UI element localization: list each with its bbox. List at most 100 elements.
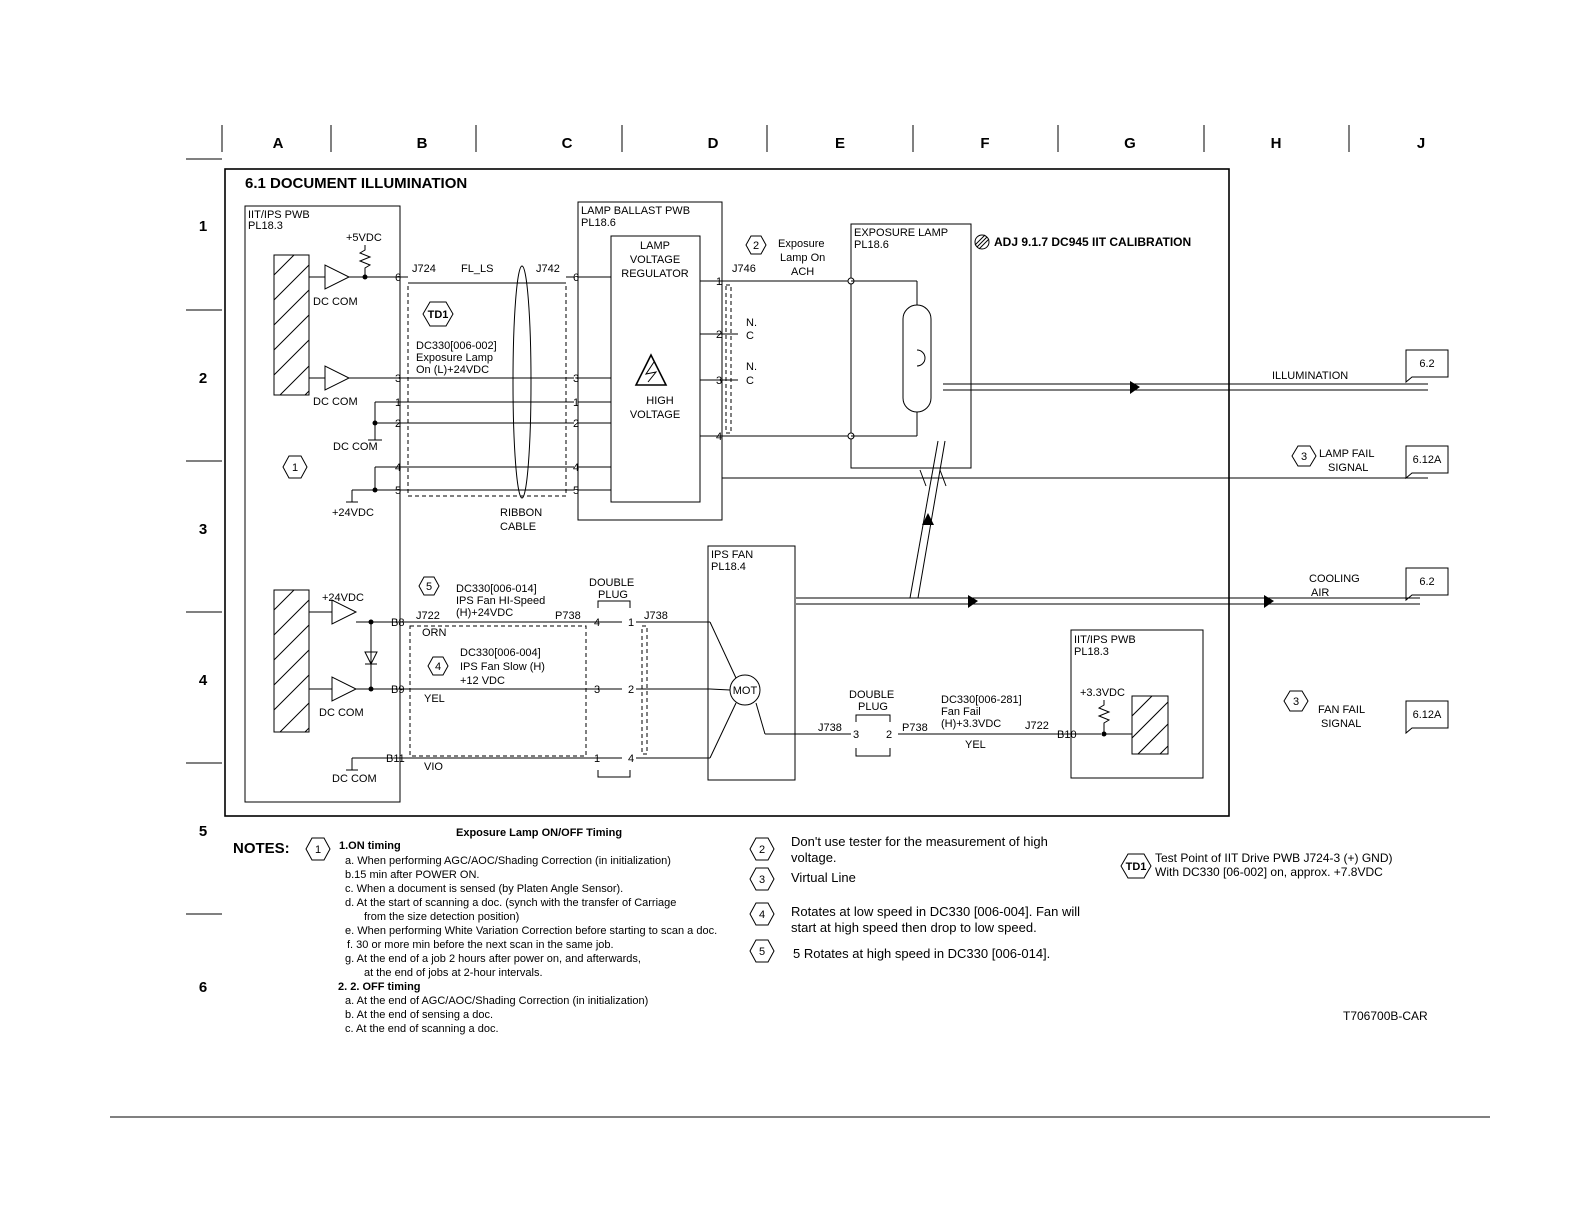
fan-name: IPS FAN [711,549,753,561]
row-label: 2 [199,370,207,387]
pin-label: 3 [853,729,859,741]
td1-note-text: With DC330 [06-002] on, approx. +7.8VDC [1155,865,1383,879]
pin-label: 4 [716,431,722,443]
pin-label: 1 [628,617,634,629]
adj-note-text: ADJ 9.1.7 DC945 IIT CALIBRATION [994,235,1191,249]
notes-section: NOTES: Exposure Lamp ON/OFF Timing 1 1.O… [233,827,1393,1035]
dc-com-label: DC COM [313,296,358,308]
note-3-number: 3 [759,874,765,886]
j724-label: J724 [412,263,436,275]
vdc24-label: +24VDC [322,592,364,604]
pin-label: 3 [395,373,401,385]
col-label: B [417,135,428,152]
dc004-line2: IPS Fan Slow (H) [460,661,545,673]
dc281-line2: Fan Fail [941,706,981,718]
col-label: D [708,135,719,152]
exposure-lamp: EXPOSURE LAMP PL18.6 [847,223,972,469]
pin-label: 3 [716,375,722,387]
fan-fail-label: FAN FAIL [1318,704,1365,716]
fan-fail-signal: SIGNAL [1321,718,1361,730]
j722-label: J722 [416,610,440,622]
regulator-line2: VOLTAGE [630,254,680,266]
pwb2-name: IIT/IPS PWB [1074,634,1136,646]
on-item: b.15 min after POWER ON. [345,869,479,881]
dc002-line2: Exposure Lamp [416,352,493,364]
pin-label: 4 [628,753,634,765]
col-label: F [980,135,989,152]
pin-label: 3 [594,684,600,696]
row-label: 4 [199,672,208,689]
note-5-number: 5 [426,581,432,593]
on-item: g. At the end of a job 2 hours after pow… [345,953,641,965]
row-label: 1 [199,218,207,235]
pin-label: 4 [594,617,600,629]
note-5-number: 5 [759,946,765,958]
ref-6-2: 6.2 [1419,576,1434,588]
off-item: b. At the end of sensing a doc. [345,1009,493,1021]
note-1-number: 1 [292,462,298,474]
col-label: A [273,135,284,152]
dc004-line1: DC330[006-004] [460,647,541,659]
j722-label: J722 [1025,720,1049,732]
j738-label: J738 [644,610,668,622]
column-labels: A B C D E F G H J [273,135,1426,152]
double-label: DOUBLE [849,689,894,701]
row-dividers [186,158,222,915]
lamp-tube [902,304,932,413]
on-item: f. 30 or more min before the next scan i… [347,939,614,951]
lamp-name: EXPOSURE LAMP [854,227,948,239]
col-label: H [1271,135,1282,152]
note-3-number: 3 [1301,451,1307,463]
note-2-marker [745,235,767,255]
ref-6-12a: 6.12A [1413,709,1442,721]
pin-label: 5 [573,485,579,497]
timing-title: Exposure Lamp ON/OFF Timing [456,827,622,839]
cable-label: CABLE [500,521,536,533]
off-item: a. At the end of AGC/AOC/Shading Correct… [345,995,648,1007]
j746-connector: J746 N. C N. C 2 Exposure Lamp On ACH [722,235,851,437]
note-4-number: 4 [435,661,441,673]
pwb2-pl: PL18.3 [1074,646,1109,658]
vdc24-label: +24VDC [332,507,374,519]
off-timing-title: 2. 2. OFF timing [338,981,421,993]
td1-label: TD1 [1126,861,1147,873]
orn-label: ORN [422,627,447,639]
j746-label: J746 [732,263,756,275]
lamp-fail-label: LAMP FAIL [1319,448,1374,460]
on-item: e. When performing White Variation Corre… [345,925,717,937]
fan-fail-wiring: J738 DOUBLE PLUG 3 2 P738 DC330[006-281]… [818,689,1365,757]
on-timing-title: 1.ON timing [339,840,401,852]
note-1-number: 1 [315,844,321,856]
ref-6-12a: 6.12A [1413,454,1442,466]
row-label: 6 [199,979,207,996]
pin-label: B8 [391,617,404,629]
ref-boxes: 6.2 6.12A 6.2 6.12A [1405,349,1449,735]
pwb-pin-labels: 6 3 1 2 4 5 B8 B9 B11 [386,272,405,765]
pin-label: 2 [628,684,634,696]
document-id: T706700B-CAR [1343,1009,1428,1023]
pin-label: 6 [573,272,579,284]
vio-label: VIO [424,761,443,773]
double-label: DOUBLE [589,577,634,589]
note-5-text: 5 Rotates at high speed in DC330 [006-01… [793,946,1050,961]
ballast-pl: PL18.6 [581,217,616,229]
td1-marker [422,301,454,327]
motor-label: MOT [733,685,758,697]
pin-label: 2 [886,729,892,741]
pin-label: 2 [395,418,401,430]
note-1-marker [282,455,308,479]
note-4-text: start at high speed then drop to low spe… [791,920,1037,935]
nc-label: C [746,330,754,342]
row-labels: 1 2 3 4 5 6 [199,218,208,996]
air-label: AIR [1311,587,1329,599]
lamp-fail-signal: SIGNAL [1328,462,1368,474]
on-item: at the end of jobs at 2-hour intervals. [364,967,543,979]
note-3-number: 3 [1293,696,1299,708]
dc-com-label: DC COM [319,707,364,719]
lamp-fail-line: 3 LAMP FAIL SIGNAL [722,445,1428,479]
ips-fan: IPS FAN PL18.4 MOT [707,545,851,781]
pin-label: 1 [594,753,600,765]
iit-ips-pwb-right: IIT/IPS PWB PL18.3 +3.3VDC [1070,629,1204,779]
plug-label: PLUG [858,701,888,713]
pin-label: 4 [573,462,579,474]
